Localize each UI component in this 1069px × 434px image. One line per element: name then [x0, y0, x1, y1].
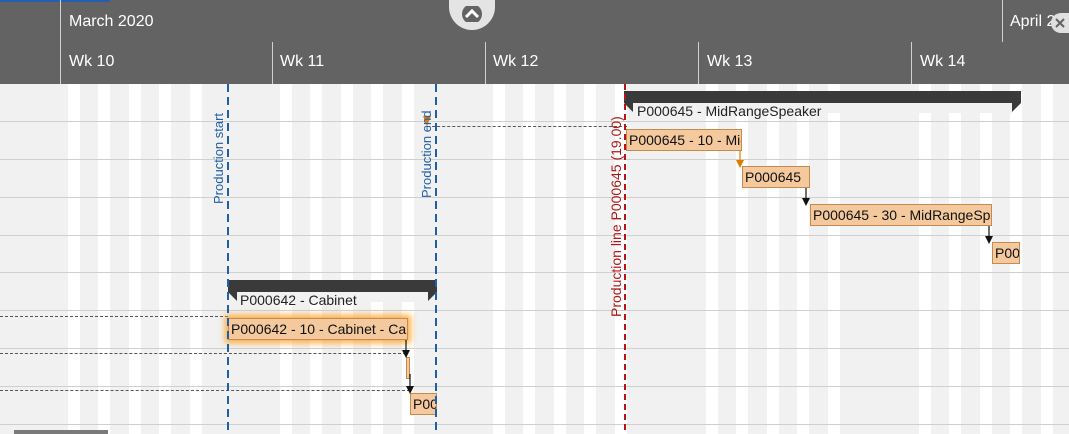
- workday-stripe: [706, 84, 718, 434]
- workday-stripe: [1040, 84, 1053, 434]
- task-bar[interactable]: P000642: [410, 393, 437, 415]
- header-divider: [485, 42, 486, 84]
- gantt-chart-area[interactable]: P000645 - MidRangeSpeaker P000645 - 10 -…: [0, 84, 1069, 434]
- workday-stripe: [68, 84, 80, 434]
- month-label-april: April 2: [1010, 13, 1056, 30]
- summary-bar-p000645[interactable]: [624, 91, 1022, 113]
- workday-stripe: [553, 84, 566, 434]
- task-bar-selected[interactable]: P000642 - 10 - Cabinet - Cabinet: [228, 318, 408, 340]
- summary-label: P000645 - MidRangeSpeaker: [637, 103, 822, 119]
- row-separator: [0, 272, 1069, 273]
- production-line-label: Production line P000645 (19.00): [608, 116, 624, 317]
- header-accent-line: [0, 0, 110, 2]
- task-bar[interactable]: [406, 357, 410, 379]
- workday-stripe: [919, 84, 931, 434]
- timeline-header: March 2020 April 2 Wk 10 Wk 11 Wk 12 Wk …: [0, 0, 1069, 84]
- week-label-12: Wk 12: [493, 53, 539, 70]
- row-separator: [0, 121, 1069, 122]
- workday-stripe: [128, 84, 141, 434]
- header-divider: [272, 42, 273, 84]
- production-start-label: Production start: [211, 112, 226, 204]
- row-separator: [0, 424, 1069, 425]
- workday-stripe: [280, 84, 292, 434]
- workday-stripe: [189, 84, 202, 434]
- connector-arrows: [402, 116, 993, 394]
- workday-stripe: [493, 84, 505, 434]
- collapse-header-button[interactable]: [449, 0, 495, 30]
- header-divider: [60, 0, 61, 84]
- task-bar[interactable]: P000645: [742, 166, 810, 188]
- workday-stripe: [159, 84, 172, 434]
- summary-bar-p000642[interactable]: [228, 280, 438, 302]
- marker-lines: [227, 84, 626, 434]
- week-label-10: Wk 10: [69, 53, 115, 70]
- row-separator: [0, 159, 1069, 160]
- workday-stripe: [340, 84, 353, 434]
- workday-stripe: [979, 84, 992, 434]
- workday-stripe: [827, 84, 840, 434]
- workday-stripe: [98, 84, 111, 434]
- workday-stripe: [949, 84, 962, 434]
- dependency-link: [0, 316, 228, 317]
- workday-stripe: [401, 84, 414, 434]
- production-end-label: Production end: [419, 110, 434, 198]
- task-bar[interactable]: P000645 - 10 - MidRangeSpeaker: [626, 129, 742, 151]
- workday-stripe: [584, 84, 597, 434]
- week-label-11: Wk 11: [280, 53, 325, 70]
- scroll-right-button[interactable]: [1051, 13, 1069, 33]
- dependency-link: [0, 353, 406, 354]
- week-label-14: Wk 14: [920, 53, 966, 70]
- workday-stripe: [523, 84, 536, 434]
- row-separator: [0, 348, 1069, 349]
- header-divider: [698, 42, 699, 84]
- row-separator: [0, 197, 1069, 198]
- dependency-link: [427, 126, 627, 127]
- row-separator: [0, 235, 1069, 236]
- header-divider: [911, 42, 912, 84]
- task-bar[interactable]: P000645 - 30 - MidRangeSpeaker: [810, 204, 992, 226]
- horizontal-scrollbar[interactable]: [14, 430, 108, 434]
- close-icon: [1055, 18, 1065, 28]
- header-divider: [1002, 0, 1003, 42]
- chevron-up-icon: [462, 6, 482, 22]
- workday-stripe: [614, 84, 627, 434]
- row-separator: [0, 310, 1069, 311]
- workday-stripe: [310, 84, 323, 434]
- dependency-link: [0, 390, 410, 391]
- row-separator: [0, 386, 1069, 387]
- week-label-13: Wk 13: [707, 53, 753, 70]
- workday-stripe: [371, 84, 384, 434]
- month-label-march: March 2020: [69, 13, 154, 30]
- summary-label: P000642 - Cabinet: [240, 292, 357, 308]
- task-bar[interactable]: P000645: [992, 242, 1020, 264]
